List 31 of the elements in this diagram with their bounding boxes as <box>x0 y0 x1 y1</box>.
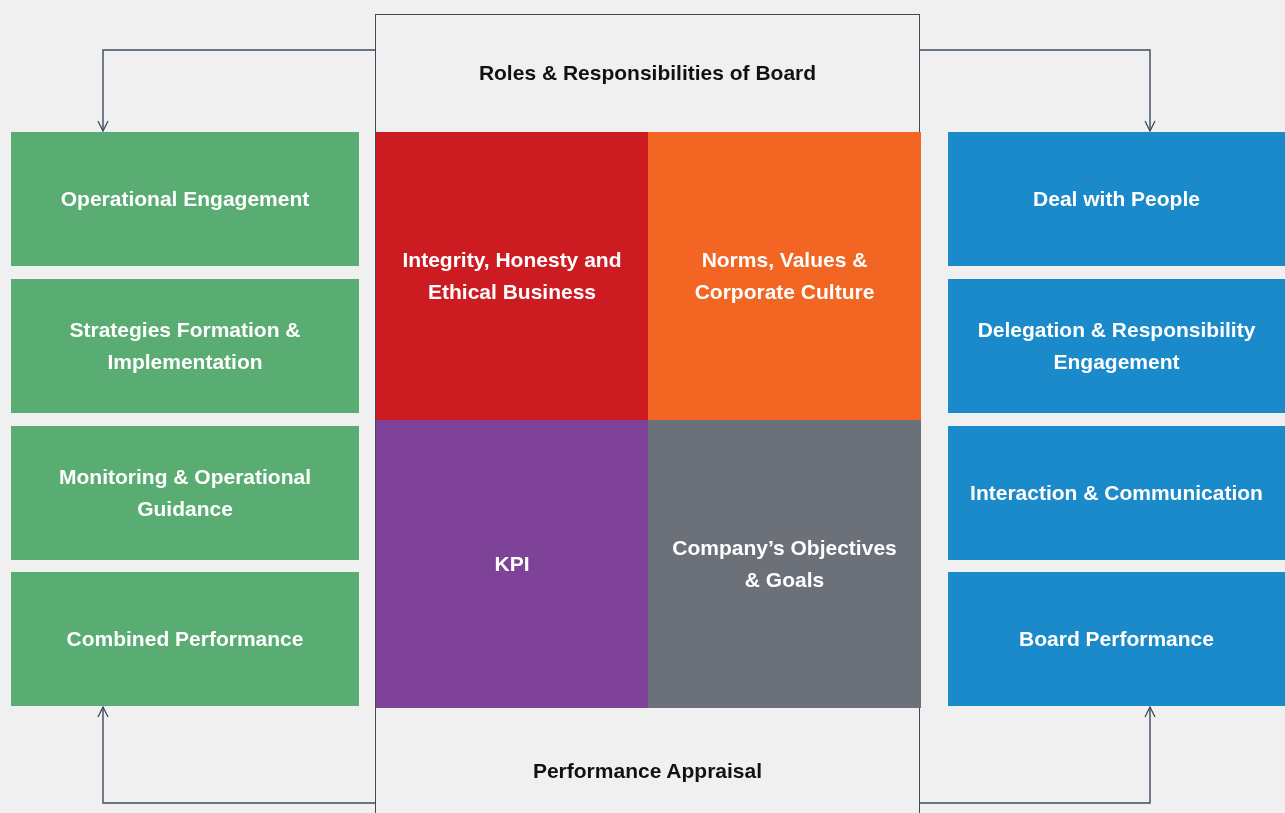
topic-box <box>948 572 1285 706</box>
box-label: KPI <box>493 551 531 577</box>
topic-box <box>11 572 359 706</box>
arrow <box>919 49 1156 132</box>
box-label: Board Performance <box>1018 626 1215 652</box>
quadrant-box <box>376 132 648 420</box>
topic-box <box>11 279 359 413</box>
box-label: Combined Performance <box>65 626 305 652</box>
arrow <box>97 49 376 132</box>
arrow <box>919 706 1156 804</box>
box-label: Strategies Formation & Implementation <box>68 317 302 375</box>
quadrant-box <box>376 420 648 708</box>
box-label: Interaction & Communication <box>969 480 1264 506</box>
arrow <box>97 706 376 804</box>
frame-heading: Performance Appraisal <box>531 758 764 784</box>
topic-box <box>948 426 1285 560</box>
box-label: Operational Engagement <box>59 186 311 212</box>
quadrant-box <box>648 132 921 420</box>
topic-box <box>11 132 359 266</box>
box-label: Delegation & Responsibility Engagement <box>976 317 1257 375</box>
topic-box <box>948 132 1285 266</box>
box-label: Integrity, Honesty and Ethical Business <box>401 247 623 305</box>
frame-heading: Roles & Responsibilities of Board <box>477 60 818 86</box>
box-label: Deal with People <box>1032 186 1201 212</box>
box-label: Monitoring & Operational Guidance <box>58 464 312 522</box>
quadrant-box <box>648 420 921 708</box>
topic-box <box>948 279 1285 413</box>
box-label: Company’s Objectives & Goals <box>671 535 898 593</box>
board-frame <box>375 14 920 813</box>
box-label: Norms, Values & Corporate Culture <box>693 247 876 305</box>
topic-box <box>11 426 359 560</box>
